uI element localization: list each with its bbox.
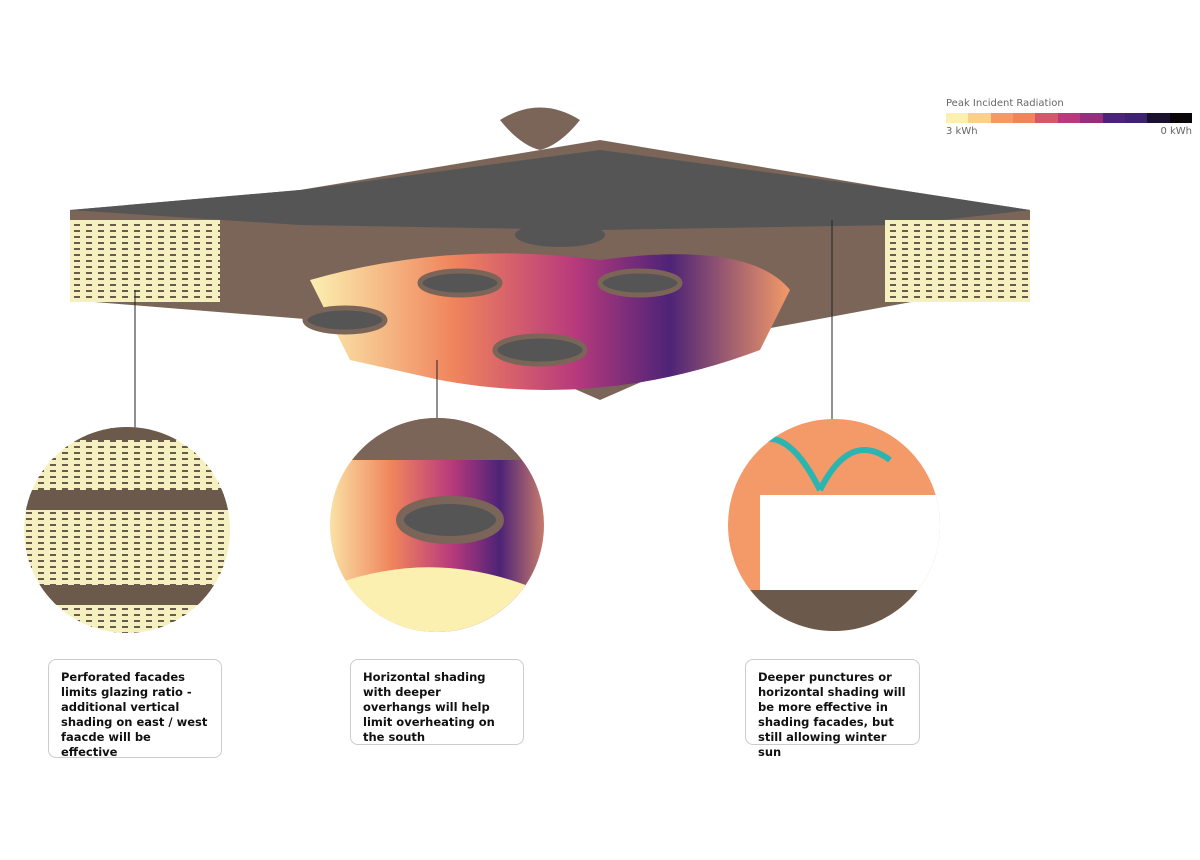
note-facade-text: Perforated facades limits glazing ratio … [61,670,208,759]
legend-swatch [1013,113,1036,123]
legend-swatch [968,113,991,123]
detail-circle-puncture [728,419,940,631]
legend-swatch [1035,113,1058,123]
legend-title: Peak Incident Radiation [946,98,1064,109]
legend-swatch [1057,113,1081,123]
legend-swatch [1169,113,1192,123]
detail-circle-facade [24,427,230,633]
note-south: Horizontal shading with deeper overhangs… [350,659,524,745]
note-south-text: Horizontal shading with deeper overhangs… [363,670,495,744]
legend-color-bar [946,113,1192,123]
legend-swatch [1080,113,1103,123]
note-puncture: Deeper punctures or horizontal shading w… [745,659,920,759]
legend-swatch [1124,113,1148,123]
building-model [70,107,1030,400]
legend-swatch [1147,113,1170,123]
legend-swatch [946,113,969,123]
note-puncture-text: Deeper punctures or horizontal shading w… [758,670,906,759]
note-facade: Perforated facades limits glazing ratio … [48,659,222,759]
legend-max-label: 0 kWh [1160,126,1192,137]
radiation-legend: Peak Incident Radiation 3 kWh 0 kWh [946,98,1192,137]
detail-circle-south [330,418,544,632]
legend-swatch [1102,113,1125,123]
legend-swatch [990,113,1014,123]
legend-min-label: 3 kWh [946,126,978,137]
